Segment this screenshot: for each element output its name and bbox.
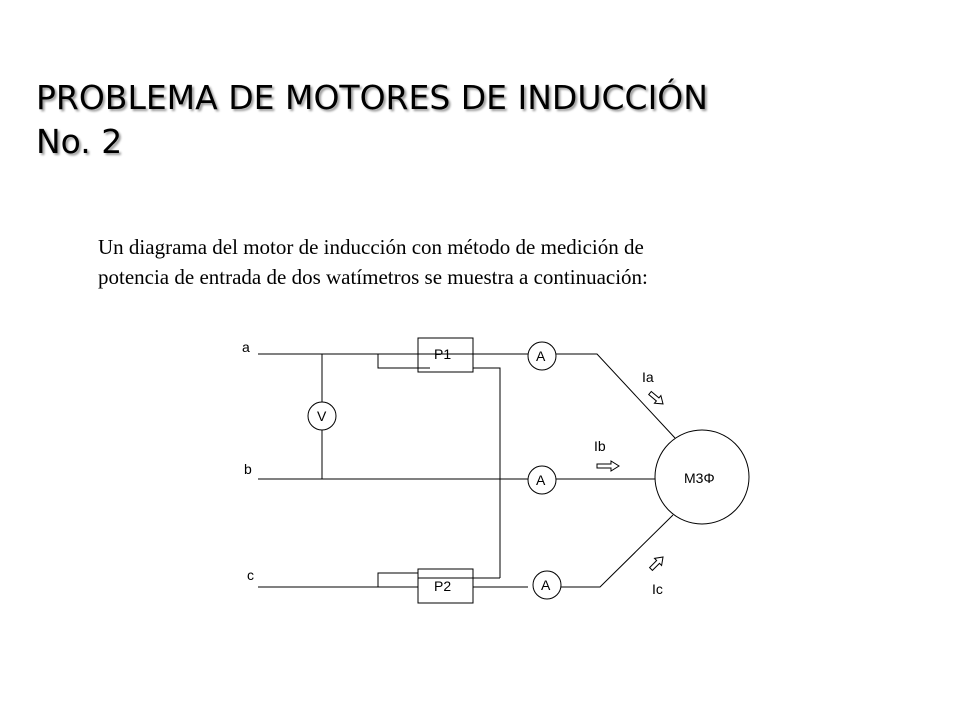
motor-label: M3Φ: [684, 470, 715, 486]
title-line-1: PROBLEMA DE MOTORES DE INDUCCIÓN: [36, 78, 708, 117]
line-label-a: a: [242, 339, 250, 355]
description-line-1: Un diagrama del motor de inducción con m…: [98, 235, 644, 259]
ammeter-a: [527, 341, 557, 371]
ammeter-b: [527, 465, 557, 495]
motor-circle: [654, 429, 750, 525]
current-label-ia: Ia: [642, 369, 654, 385]
wattmeter-p2: [417, 568, 474, 604]
description-line-2: potencia de entrada de dos watímetros se…: [98, 265, 648, 289]
line-label-c: c: [247, 567, 254, 583]
wire-line-a: [258, 353, 676, 439]
line-label-b: b: [244, 461, 252, 477]
wattmeter-p1-coils: [378, 353, 473, 369]
current-label-ib: Ib: [594, 438, 606, 454]
slide-title: PROBLEMA DE MOTORES DE INDUCCIÓN No. 2: [36, 76, 708, 164]
ammeter-b-label: A: [536, 472, 546, 488]
wire-line-c: [258, 514, 674, 588]
current-label-ic: Ic: [652, 581, 663, 597]
arrow-ic-icon: [648, 556, 664, 572]
arrow-ib-icon: [596, 460, 620, 472]
ammeter-a-label: A: [536, 348, 546, 364]
description-text: Un diagrama del motor de inducción con m…: [98, 232, 818, 292]
wattmeter-p1: [417, 337, 474, 373]
voltmeter-circle: [307, 401, 337, 431]
voltmeter-label: V: [317, 408, 327, 424]
ammeter-c-label: A: [541, 577, 551, 593]
title-line-2: No. 2: [36, 122, 123, 161]
arrow-ia-icon: [648, 390, 664, 405]
wire-p1-voltage-coil: [377, 354, 501, 578]
ammeter-c: [532, 570, 562, 600]
wattmeter-p2-label: P2: [434, 578, 451, 594]
wattmeter-p1-label: P1: [434, 346, 451, 362]
